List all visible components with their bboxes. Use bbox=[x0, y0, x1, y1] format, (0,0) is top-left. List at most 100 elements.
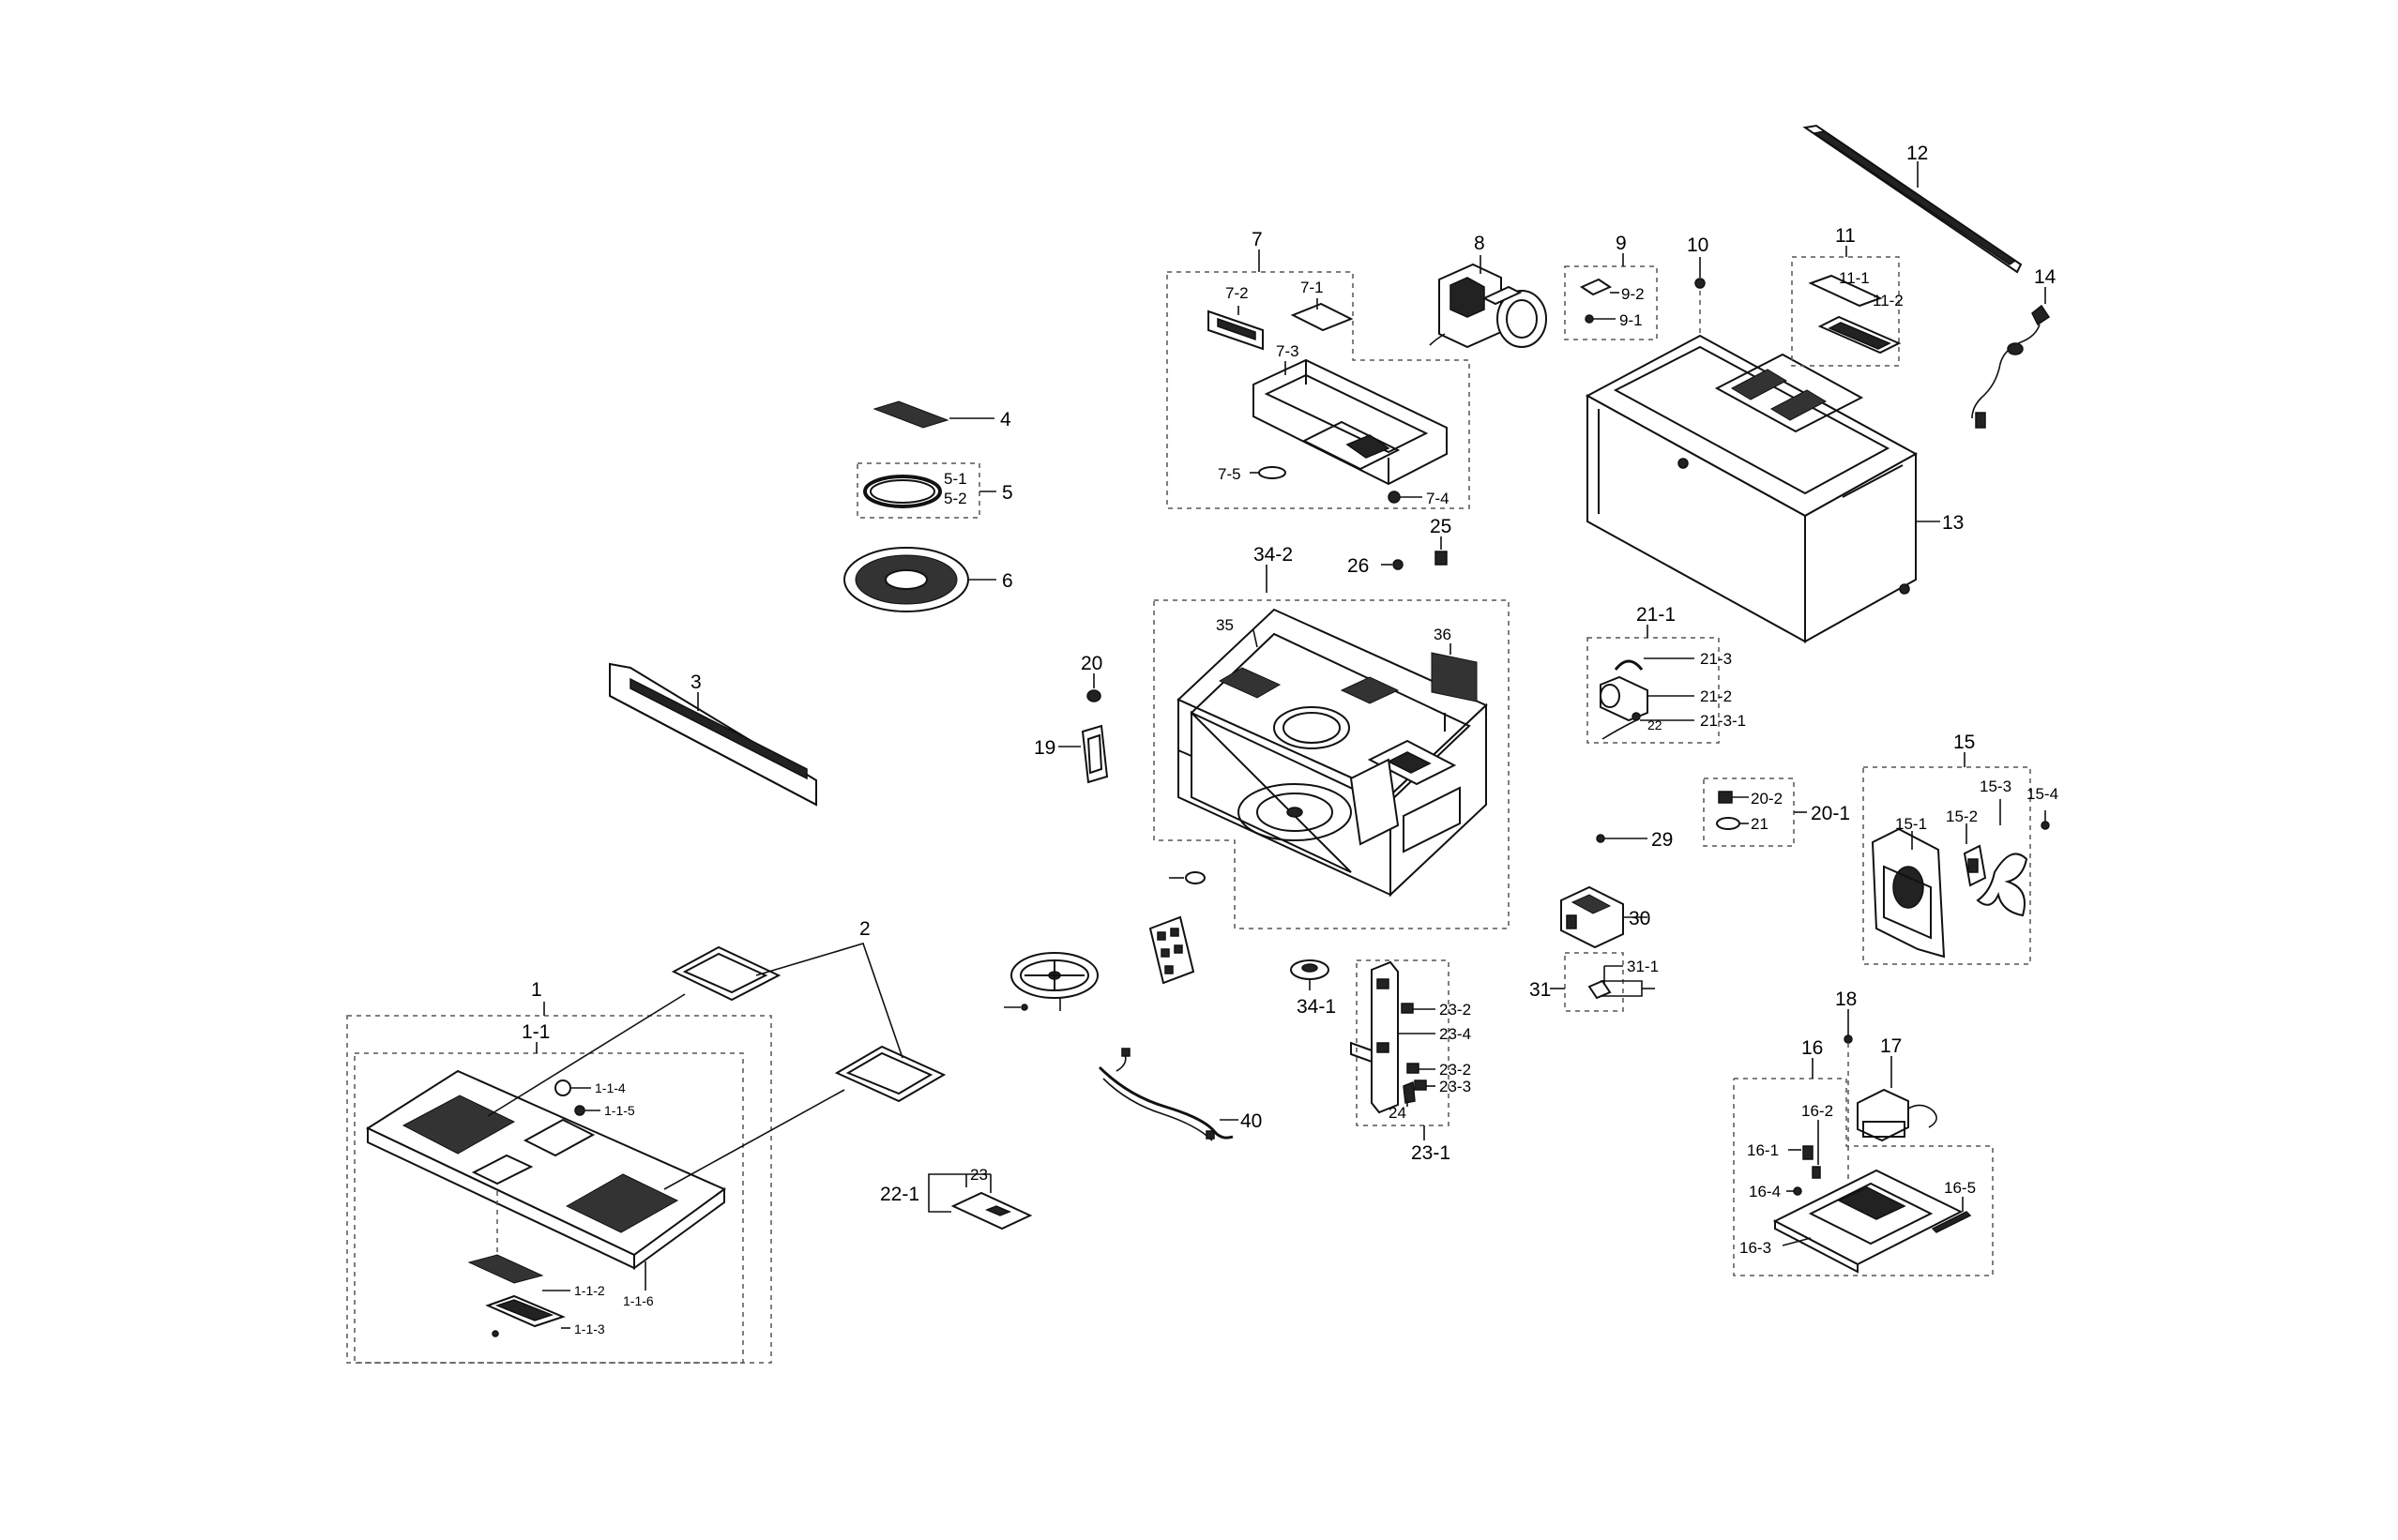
callout-1-1-5: 1-1-5 bbox=[604, 1103, 635, 1118]
callout-11-1: 11-1 bbox=[1839, 269, 1870, 287]
part-group-39 bbox=[1010, 952, 1099, 1011]
callout-5-2: 5-2 bbox=[944, 490, 967, 507]
callout-26: 26 bbox=[1347, 555, 1369, 577]
callout-30: 30 bbox=[1629, 908, 1650, 929]
fan-bracket bbox=[1871, 827, 1946, 959]
part-group-26: 26 bbox=[1347, 555, 1404, 577]
part-group-29: 29 bbox=[1596, 829, 1673, 851]
part-group-12: 12 bbox=[1802, 124, 2023, 274]
callout-23-1: 23-2 bbox=[1439, 1061, 1471, 1079]
diode bbox=[1601, 712, 1694, 740]
waveguide-cover bbox=[1081, 724, 1109, 784]
callout-9-1: 9-1 bbox=[1619, 311, 1643, 329]
callout-16-1: 16-1 bbox=[1747, 1141, 1779, 1159]
part-group-24: 20 bbox=[1081, 653, 1102, 702]
callout-24: 20 bbox=[1081, 653, 1102, 674]
bar-fastener bbox=[1931, 1197, 1972, 1233]
washer bbox=[1585, 314, 1616, 324]
callout-23-2-upper: 23-2 bbox=[1439, 1001, 1471, 1019]
callout-16-5: 16-5 bbox=[1944, 1179, 1976, 1197]
callout-17: 17 bbox=[1880, 1035, 1902, 1057]
part-group-34: 34-2 35 36 bbox=[1153, 544, 1510, 929]
callout-1-1-3: 1-1-3 bbox=[574, 1321, 605, 1336]
callout-25: 25 bbox=[1430, 516, 1451, 537]
ground-screw bbox=[1596, 834, 1647, 843]
callout-7-4: 7-4 bbox=[1426, 490, 1449, 507]
callout-7-2: 7-2 bbox=[1225, 284, 1249, 302]
callout-22: 22-1 bbox=[880, 1184, 919, 1205]
latch-hook bbox=[1403, 1080, 1416, 1107]
callout-15-4: 15-4 bbox=[2026, 785, 2058, 803]
capacitor-clamp bbox=[1614, 657, 1694, 671]
callout-3: 3 bbox=[691, 672, 702, 693]
callout-34-2: 36 bbox=[1434, 626, 1451, 643]
washer-small bbox=[1021, 1004, 1028, 1011]
key-panel bbox=[950, 1191, 1033, 1230]
interlock-switch bbox=[1718, 791, 1749, 804]
callout-29: 29 bbox=[1651, 829, 1673, 851]
callout-9-2: 9-2 bbox=[1621, 285, 1645, 303]
callout-1: 1 bbox=[531, 979, 542, 1001]
part-group-20: 20-1 20-2 21 bbox=[1703, 778, 1850, 847]
callout-23-3: 23-4 bbox=[1439, 1025, 1471, 1043]
part-group-7: 7 7-1 7-2 7-3 7-4 7-5 bbox=[1166, 229, 1470, 509]
callout-7: 7 bbox=[1252, 229, 1263, 250]
part-group-8: 8 bbox=[1429, 233, 1547, 349]
part-group-4: 4 bbox=[873, 400, 1011, 430]
callout-20-1: 20-2 bbox=[1751, 790, 1783, 808]
callout-20: 20-1 bbox=[1811, 803, 1850, 824]
roller-ring bbox=[863, 475, 942, 508]
part-group-23: 23-1 23-2 23-2 23-3 23-4 24 bbox=[1350, 959, 1471, 1164]
callout-7-3: 7-3 bbox=[1276, 342, 1299, 360]
part-group-25: 25 bbox=[1430, 516, 1451, 566]
turntable-tray bbox=[843, 547, 969, 612]
mounting-plate bbox=[1802, 124, 2023, 274]
callout-7-1: 7-1 bbox=[1300, 279, 1324, 296]
callout-31-1: 31-1 bbox=[1627, 958, 1659, 975]
callout-21-3-1: 22 bbox=[1647, 717, 1662, 732]
callout-1-1-4: 1-1-4 bbox=[595, 1080, 626, 1095]
sensor bbox=[1812, 1166, 1821, 1179]
callout-21: 21-1 bbox=[1636, 604, 1676, 626]
part-group-40 bbox=[1004, 1004, 1028, 1011]
callout-35: 40 bbox=[1240, 1110, 1262, 1132]
part-group-6: 6 bbox=[843, 547, 1013, 612]
base-plate bbox=[365, 1069, 726, 1270]
cavity-vent-cover bbox=[1431, 652, 1478, 702]
callout-16-2: 16-2 bbox=[1801, 1102, 1833, 1120]
part-group-16: 16 16-1 16-2 16-3 16-4 16-5 bbox=[1733, 1037, 1994, 1276]
duct-screw bbox=[1388, 491, 1422, 504]
callout-2: 2 bbox=[859, 918, 871, 940]
part-group-15: 15 15-1 15-2 15-3 15-4 bbox=[1862, 732, 2058, 965]
part-group-22: 22-1 23 bbox=[880, 1166, 1033, 1230]
callout-1-1-6: 1-1-6 bbox=[623, 1293, 654, 1308]
lamp-cover bbox=[485, 1294, 570, 1337]
callout-23-2-lower: 23-3 bbox=[1439, 1078, 1471, 1095]
charcoal-filter-lower bbox=[834, 1045, 947, 1103]
part-group-9: 9 9-1 9-2 bbox=[1564, 233, 1658, 340]
callout-12: 12 bbox=[1906, 143, 1928, 164]
grease-filter bbox=[467, 1254, 570, 1291]
oven-cavity bbox=[1176, 608, 1488, 898]
capacitor bbox=[1600, 675, 1694, 722]
part-group-13: 13 bbox=[1585, 334, 1964, 643]
callout-5: 5 bbox=[1002, 482, 1013, 504]
callout-1-1: 1-1 bbox=[522, 1021, 550, 1043]
part-group-21: 21-1 21-2 21-3 21-3-1 22 bbox=[1586, 604, 1746, 744]
callout-15-1: 15-1 bbox=[1895, 815, 1927, 833]
relay bbox=[1788, 1145, 1814, 1160]
vent-damper bbox=[1817, 315, 1902, 355]
fan-nut bbox=[2041, 821, 2050, 830]
callout-31: 31 bbox=[1529, 979, 1551, 1001]
callout-14: 14 bbox=[2034, 266, 2057, 288]
magnetron bbox=[1560, 885, 1624, 949]
choke-cover bbox=[1148, 915, 1195, 985]
callout-10: 10 bbox=[1687, 234, 1708, 256]
part-group-37 bbox=[1148, 915, 1195, 985]
micro-switch-b bbox=[1406, 1063, 1435, 1074]
callout-16-4: 16-4 bbox=[1749, 1183, 1781, 1200]
vent-grille bbox=[609, 662, 817, 807]
cover-plate bbox=[873, 400, 949, 429]
part-group-38 bbox=[1169, 871, 1206, 884]
part-group-3: 3 bbox=[609, 662, 817, 807]
